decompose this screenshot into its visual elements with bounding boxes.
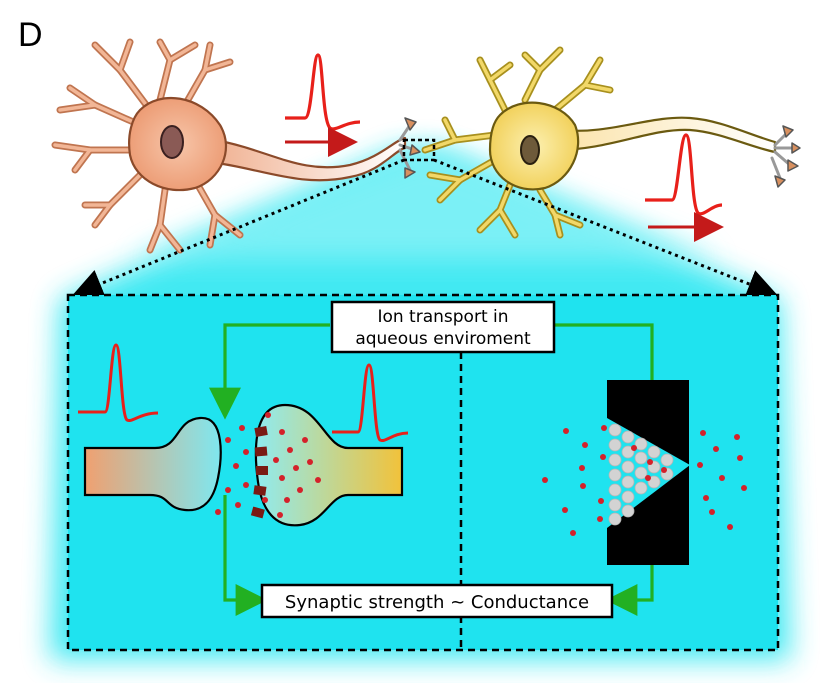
synaptic-ions bbox=[215, 412, 321, 518]
postsynaptic-terminals bbox=[770, 125, 801, 188]
nanofluidic-device bbox=[542, 380, 747, 565]
postsynaptic-nucleus bbox=[520, 135, 540, 165]
presynaptic-neuron bbox=[51, 38, 421, 254]
presynaptic-terminal bbox=[83, 416, 222, 512]
synaptic-strength-label: Synaptic strength ~ Conductance bbox=[260, 583, 614, 619]
postsynaptic-neuron bbox=[421, 46, 801, 239]
synaptic-strength-text: Synaptic strength ~ Conductance bbox=[285, 592, 589, 613]
presynaptic-nucleus bbox=[160, 125, 184, 159]
ion-transport-label: Ion transport in aqueous enviroment bbox=[330, 300, 556, 354]
zoom-line-right bbox=[433, 158, 778, 299]
action-potential-right-small bbox=[332, 363, 409, 443]
ion-transport-line2: aqueous enviroment bbox=[355, 329, 531, 349]
action-potential-left-small bbox=[78, 343, 159, 423]
action-potential-top-right bbox=[645, 133, 723, 216]
ion-transport-line1: Ion transport in bbox=[377, 307, 508, 327]
presynaptic-dendrites-inner bbox=[53, 40, 242, 252]
panel-letter: D bbox=[18, 16, 43, 54]
channel-particles bbox=[608, 423, 674, 526]
zoom-line-left bbox=[72, 158, 405, 298]
biological-synapse bbox=[83, 403, 404, 527]
receptors bbox=[250, 426, 268, 519]
synapse-zoom-box bbox=[402, 138, 436, 162]
postsynaptic-axon bbox=[554, 116, 777, 154]
postsynaptic-terminal bbox=[254, 403, 404, 527]
device-ions bbox=[542, 425, 747, 536]
action-potential-top-left bbox=[285, 53, 361, 131]
